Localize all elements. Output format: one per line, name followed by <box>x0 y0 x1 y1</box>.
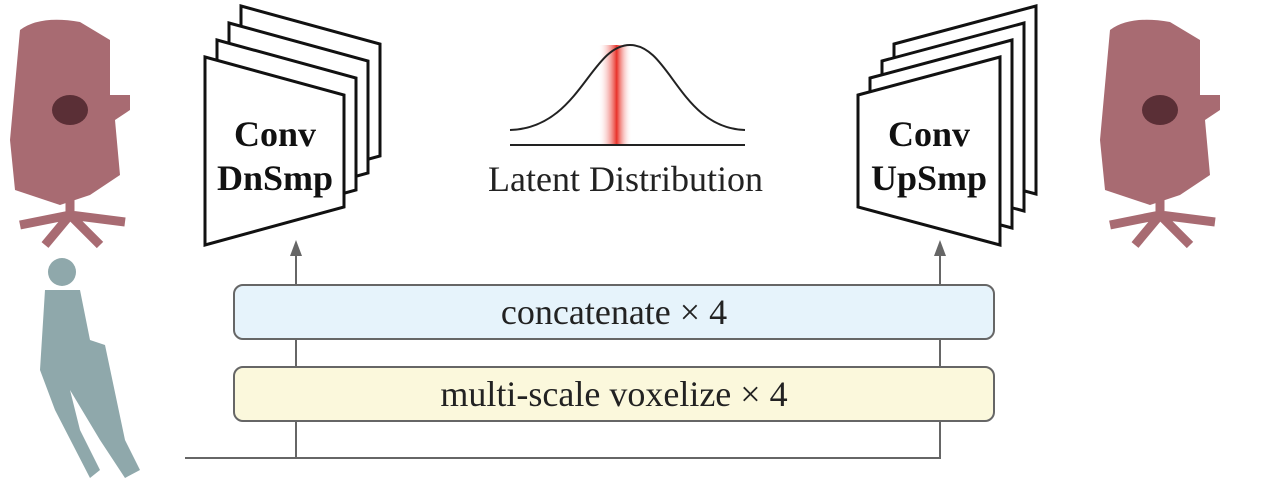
arrow-up-icon <box>934 240 946 256</box>
concatenate-box: concatenate × 4 <box>233 284 995 340</box>
decoder-label-line1: Conv <box>887 114 971 154</box>
encoder-label: Conv DnSmp <box>205 112 345 200</box>
encoder-label-line1: Conv <box>233 114 317 154</box>
input-chair-image <box>10 19 130 249</box>
voxelize-box: multi-scale voxelize × 4 <box>233 366 995 422</box>
decoder-label-line2: UpSmp <box>870 158 988 198</box>
latent-distribution-curve <box>509 43 746 146</box>
arrow-up-icon <box>290 240 302 256</box>
latent-label: Latent Distribution <box>488 159 763 199</box>
decoder-stack <box>856 4 1038 247</box>
encoder-stack <box>203 4 382 247</box>
output-chair-image <box>1100 19 1220 249</box>
decoder-label: Conv UpSmp <box>858 112 1000 200</box>
human-body-image <box>40 258 140 478</box>
connector-lines <box>185 240 946 459</box>
encoder-label-line2: DnSmp <box>216 158 334 198</box>
